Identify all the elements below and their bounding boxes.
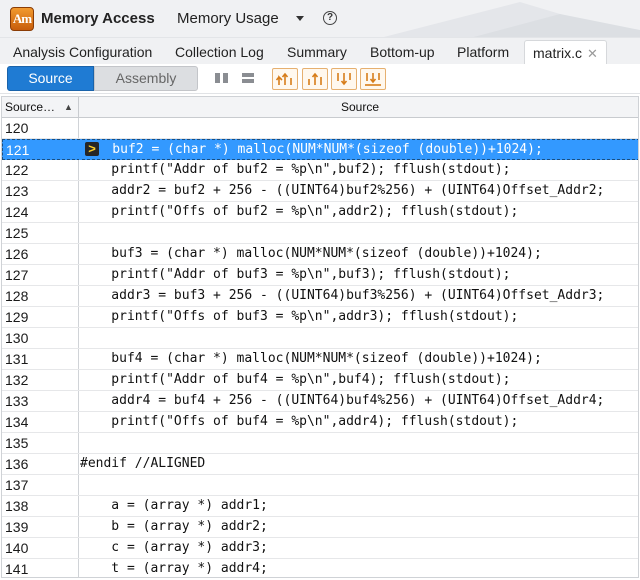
source-code: buf2 = (char *) malloc(NUM*NUM*(sizeof (… [81, 142, 543, 157]
line-number: 130 [2, 328, 79, 348]
source-row[interactable]: 130 [2, 328, 638, 349]
source-row[interactable]: 138 a = (array *) addr1; [2, 496, 638, 517]
line-number: 129 [2, 307, 79, 327]
split-horizontal-icon[interactable] [241, 72, 255, 84]
tab-analysis-configuration[interactable]: Analysis Configuration [13, 44, 153, 60]
current-line-marker-icon: > [85, 142, 99, 156]
source-row[interactable]: 132 printf("Addr of buf4 = %p\n",buf4); … [2, 370, 638, 391]
source-row[interactable]: 139 b = (array *) addr2; [2, 517, 638, 538]
source-row[interactable]: 127 printf("Addr of buf3 = %p\n",buf3); … [2, 265, 638, 286]
source-row[interactable]: 120 [2, 118, 638, 139]
line-number: 127 [2, 265, 79, 285]
source-row[interactable]: 128 addr3 = buf3 + 256 - ((UINT64)buf3%2… [2, 286, 638, 307]
source-row[interactable]: 133 addr4 = buf4 + 256 - ((UINT64)buf4%2… [2, 391, 638, 412]
source-row[interactable]: 135 [2, 433, 638, 454]
source-code: #endif //ALIGNED [80, 456, 206, 471]
source-row[interactable]: 124 printf("Offs of buf2 = %p\n",addr2);… [2, 202, 638, 223]
chevron-down-icon[interactable] [296, 16, 304, 21]
source-view-button[interactable]: Source [7, 66, 94, 91]
line-number: 140 [2, 538, 79, 558]
tab-collection-log[interactable]: Collection Log [175, 44, 264, 60]
line-number: 124 [2, 202, 79, 222]
tab-matrix-c-label: matrix.c [533, 45, 582, 61]
hotspot-next-icon[interactable] [302, 68, 328, 90]
source-row[interactable]: 140 c = (array *) addr3; [2, 538, 638, 559]
line-number: 123 [2, 181, 79, 201]
source-code: t = (array *) addr4; [80, 561, 268, 576]
analysis-type-selector[interactable]: Memory Usage [177, 10, 279, 27]
source-code: buf4 = (char *) malloc(NUM*NUM*(sizeof (… [80, 351, 542, 366]
source-code: printf("Addr of buf3 = %p\n",buf3); fflu… [80, 267, 511, 282]
grid-header: Source… ▲ Source [2, 97, 638, 118]
source-code: b = (array *) addr2; [80, 519, 268, 534]
source-row[interactable]: 137 [2, 475, 638, 496]
source-code: buf3 = (char *) malloc(NUM*NUM*(sizeof (… [80, 246, 542, 261]
line-number: 125 [2, 223, 79, 243]
source-code: printf("Offs of buf3 = %p\n",addr3); ffl… [80, 309, 519, 324]
tab-platform[interactable]: Platform [457, 44, 510, 60]
tab-bottom-up[interactable]: Bottom-up [370, 44, 435, 60]
source-code: printf("Addr of buf2 = %p\n",buf2); fflu… [80, 162, 511, 177]
source-row[interactable]: 125 [2, 223, 638, 244]
source-row[interactable]: 121 > buf2 = (char *) malloc(NUM*NUM*(siz… [2, 139, 638, 160]
help-icon[interactable]: ? [323, 11, 337, 25]
title-bar: Am Memory Access Memory Usage ? [0, 0, 640, 38]
source-code: addr4 = buf4 + 256 - ((UINT64)buf4%256) … [80, 393, 605, 408]
line-number: 137 [2, 475, 79, 495]
title-bar-decoration [383, 2, 640, 37]
line-number: 135 [2, 433, 79, 453]
tab-summary[interactable]: Summary [287, 44, 347, 60]
line-number: 136 [2, 454, 79, 474]
source-column-header[interactable]: Source [340, 100, 380, 114]
line-number: 138 [2, 496, 79, 516]
source-code: a = (array *) addr1; [80, 498, 268, 513]
source-row[interactable]: 131 buf4 = (char *) malloc(NUM*NUM*(size… [2, 349, 638, 370]
sort-ascending-icon: ▲ [64, 102, 73, 112]
split-vertical-icon[interactable] [214, 72, 229, 84]
source-code: printf("Offs of buf4 = %p\n",addr4); ffl… [80, 414, 519, 429]
line-number: 131 [2, 349, 79, 369]
hotspot-last-icon[interactable] [360, 68, 386, 90]
source-code: addr2 = buf2 + 256 - ((UINT64)buf2%256) … [80, 183, 605, 198]
source-row[interactable]: 136#endif //ALIGNED [2, 454, 638, 475]
line-number: 128 [2, 286, 79, 306]
line-number: 126 [2, 244, 79, 264]
source-row[interactable]: 134 printf("Offs of buf4 = %p\n",addr4);… [2, 412, 638, 433]
source-view-toolbar: Source Assembly [0, 64, 640, 94]
source-row[interactable]: 122 printf("Addr of buf2 = %p\n",buf2); … [2, 160, 638, 181]
line-number: 133 [2, 391, 79, 411]
source-row[interactable]: 129 printf("Offs of buf3 = %p\n",addr3);… [2, 307, 638, 328]
line-number: 132 [2, 370, 79, 390]
source-code: addr3 = buf3 + 256 - ((UINT64)buf3%256) … [80, 288, 605, 303]
source-row[interactable]: 141 t = (array *) addr4; [2, 559, 638, 577]
hotspot-down-icon[interactable] [331, 68, 357, 90]
source-row[interactable]: 126 buf3 = (char *) malloc(NUM*NUM*(size… [2, 244, 638, 265]
source-code: printf("Offs of buf2 = %p\n",addr2); ffl… [80, 204, 519, 219]
assembly-view-button[interactable]: Assembly [94, 66, 198, 91]
source-code: c = (array *) addr3; [80, 540, 268, 555]
source-row[interactable]: 123 addr2 = buf2 + 256 - ((UINT64)buf2%2… [2, 181, 638, 202]
analysis-title: Memory Access [41, 10, 155, 27]
close-icon[interactable]: ✕ [587, 46, 598, 61]
line-number: 141 [2, 559, 79, 577]
tab-bar: Analysis Configuration Collection Log Su… [0, 38, 640, 64]
line-number: 139 [2, 517, 79, 537]
source-code: printf("Addr of buf4 = %p\n",buf4); fflu… [80, 372, 511, 387]
line-number: 122 [2, 160, 79, 180]
line-column-header[interactable]: Source… ▲ [2, 97, 79, 118]
amplifier-app-icon: Am [10, 7, 34, 31]
line-number: 134 [2, 412, 79, 432]
line-number: 121 [3, 140, 80, 160]
line-number: 120 [2, 118, 79, 138]
tab-matrix-c[interactable]: matrix.c ✕ [524, 40, 607, 64]
line-column-header-label: Source… [5, 100, 56, 114]
hotspot-up-icon[interactable] [272, 68, 298, 90]
